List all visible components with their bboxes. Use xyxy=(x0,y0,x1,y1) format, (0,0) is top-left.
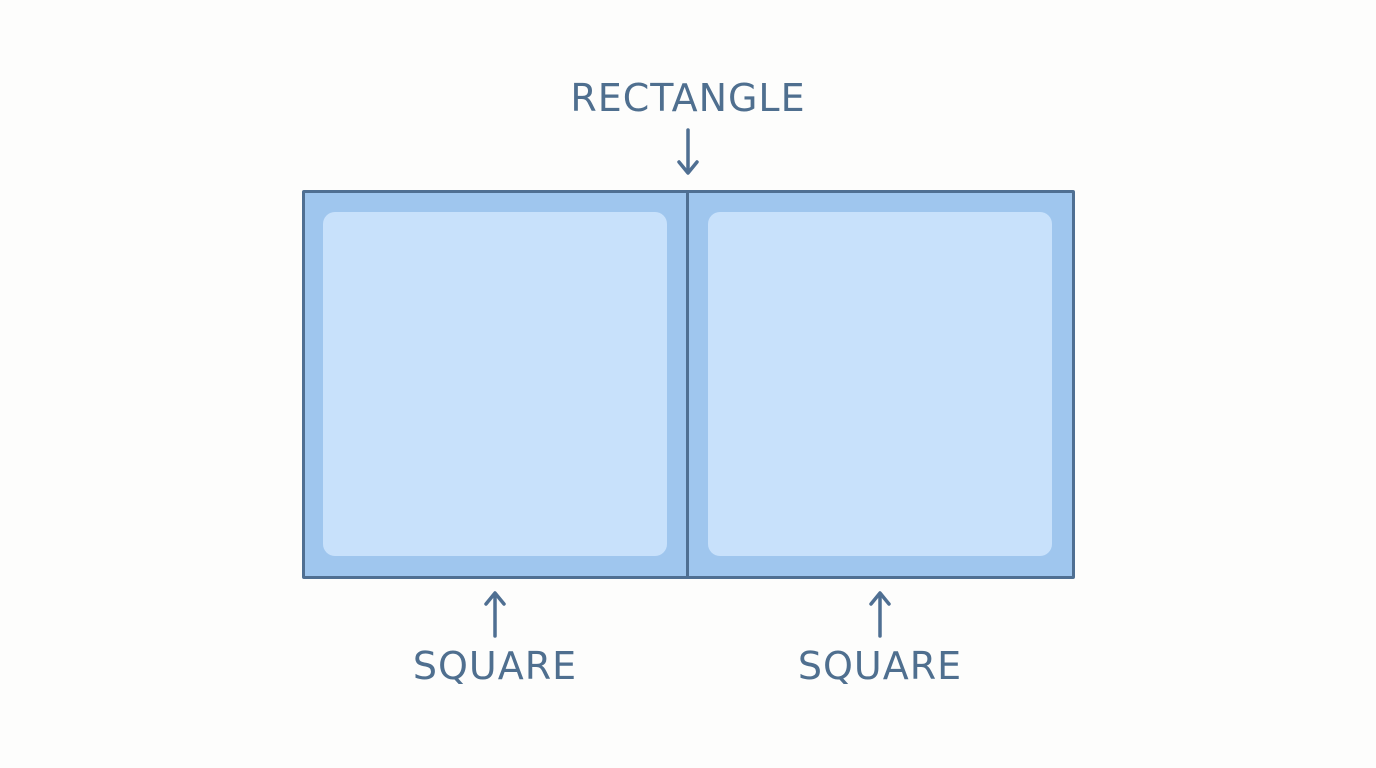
rectangle-label: RECTANGLE xyxy=(570,76,806,120)
square-right-inner xyxy=(708,212,1052,556)
divider-line xyxy=(686,190,689,579)
arrow-down-icon xyxy=(677,128,699,175)
square-label-right: SQUARE xyxy=(797,644,963,688)
arrow-up-icon xyxy=(484,591,506,638)
arrow-up-icon xyxy=(869,591,891,638)
square-label-left: SQUARE xyxy=(412,644,578,688)
square-left-inner xyxy=(323,212,667,556)
